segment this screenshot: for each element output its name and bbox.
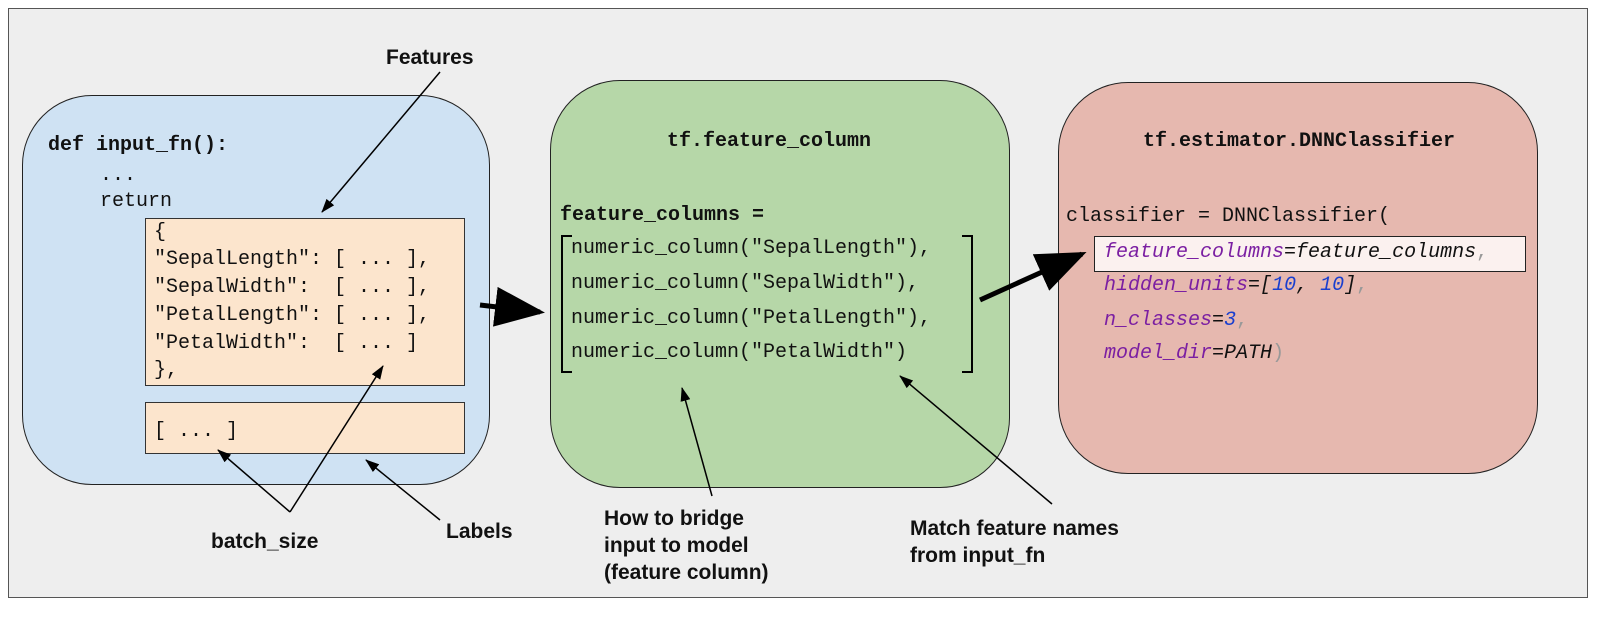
features-line-4: "PetalWidth": [ ... ] — [154, 332, 419, 355]
bridge-line-2: (feature column) — [604, 561, 769, 584]
features-line-5: }, — [154, 359, 179, 382]
match-line-0: Match feature names — [910, 517, 1119, 540]
bridge-line-1: input to model — [604, 534, 749, 557]
dnn-classifier-title: tf.estimator.DNNClassifier — [1143, 130, 1456, 153]
match-annotation: Match feature names from input_fn — [910, 515, 1119, 569]
bridge-line-0: How to bridge — [604, 507, 744, 530]
fn-signature: input_fn(): — [96, 134, 229, 157]
arg-feature-columns: feature_columns=feature_columns, — [1104, 241, 1489, 264]
features-line-1: "SepalLength": [ ... ], — [154, 248, 431, 271]
feature-columns-arg-highlight — [1094, 236, 1526, 272]
arg-model-dir: model_dir=PATH) — [1104, 342, 1285, 365]
numeric-column-3: numeric_column("PetalWidth") — [571, 341, 908, 364]
ellipsis-line: ... — [100, 164, 137, 187]
arg-hidden-units: hidden_units=[10, 10], — [1104, 274, 1369, 297]
bridge-annotation: How to bridge input to model (feature co… — [604, 505, 769, 586]
numeric-column-1: numeric_column("SepalWidth"), — [571, 272, 920, 295]
arg-val-hidden-units-a: 10 — [1272, 274, 1297, 297]
dnn-classifier-panel — [1058, 82, 1538, 474]
arg-val-hidden-units-b: 10 — [1320, 274, 1345, 297]
arg-key-model-dir: model_dir — [1104, 342, 1213, 365]
numeric-column-0: numeric_column("SepalLength"), — [571, 237, 932, 260]
labels-line: [ ... ] — [154, 420, 239, 443]
arg-val-model-dir: PATH — [1224, 342, 1273, 365]
features-line-2: "SepalWidth": [ ... ], — [154, 276, 431, 299]
match-line-1: from input_fn — [910, 544, 1046, 567]
arg-val-feature-columns: feature_columns — [1296, 241, 1477, 264]
batch-size-annotation: batch_size — [211, 530, 319, 553]
features-annotation: Features — [386, 46, 474, 69]
def-keyword: def — [48, 134, 85, 157]
numeric-column-2: numeric_column("PetalLength"), — [571, 307, 932, 330]
return-line: return — [100, 190, 173, 213]
feature-columns-assign: feature_columns = — [560, 204, 765, 227]
classifier-call-line: classifier = DNNClassifier( — [1066, 205, 1391, 228]
features-line-3: "PetalLength": [ ... ], — [154, 304, 431, 327]
def-line: def input_fn(): — [48, 132, 228, 160]
features-line-0: { — [154, 221, 167, 244]
arg-val-n-classes: 3 — [1224, 309, 1237, 332]
arg-key-hidden-units: hidden_units — [1104, 274, 1249, 297]
feature-column-title: tf.feature_column — [667, 130, 872, 153]
arg-key-feature-columns: feature_columns — [1104, 241, 1285, 264]
labels-annotation: Labels — [446, 520, 513, 543]
arg-n-classes: n_classes=3, — [1104, 309, 1249, 332]
arg-key-n-classes: n_classes — [1104, 309, 1213, 332]
